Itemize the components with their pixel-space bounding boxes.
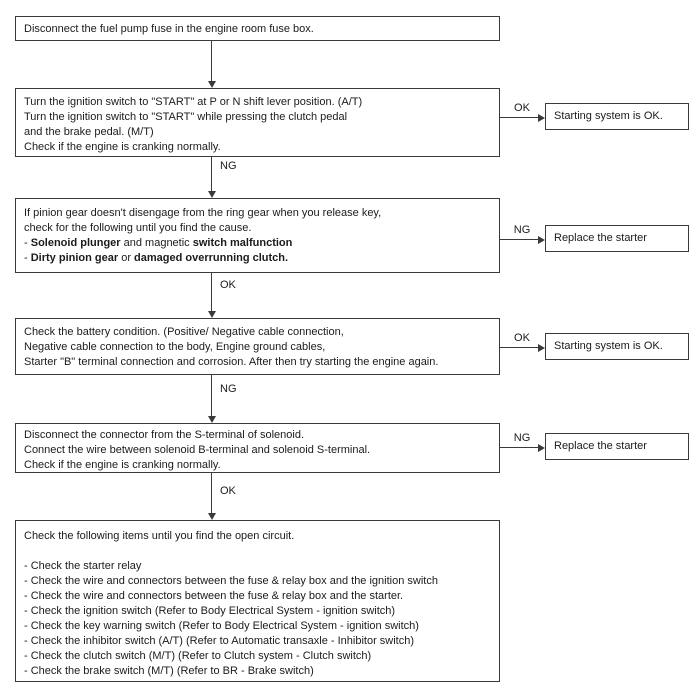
step3-line3-seg3: and magnetic (120, 237, 193, 249)
label-ng-side-step5: NG (513, 432, 531, 444)
result-ok-2-text: Starting system is OK. (554, 340, 663, 352)
result-box-replace-1: Replace the starter (545, 225, 689, 252)
label-ng-down-4: NG (220, 383, 237, 395)
step3-line4-seg2: Dirty pinion gear (30, 252, 119, 264)
step6-item5: - Check the key warning switch (Refer to… (24, 620, 419, 632)
step1-text: Disconnect the fuel pump fuse in the eng… (24, 23, 314, 35)
arrow-right-step5 (500, 443, 545, 452)
arrowhead-right-step5 (538, 443, 545, 452)
arrow-right-step3 (500, 235, 545, 244)
arrowhead-right-step4 (538, 343, 545, 352)
flow-box-step5: Disconnect the connector from the S-term… (15, 423, 500, 473)
arrow-down-4 (207, 375, 216, 423)
step3-line4-seg4: damaged overrunning clutch. (134, 252, 289, 264)
label-ng-side-step3: NG (513, 224, 531, 236)
flow-box-step2: Turn the ignition switch to "START" at P… (15, 88, 500, 157)
arrowhead-right-step2 (538, 113, 545, 122)
arrow-down-5 (207, 473, 216, 520)
result-ok-1-text: Starting system is OK. (554, 110, 663, 122)
arrowhead-down-2 (207, 191, 216, 198)
step3-line1: If pinion gear doesn't disengage from th… (24, 207, 382, 219)
result-replace-2-text: Replace the starter (554, 440, 647, 452)
step6-title: Check the following items until you find… (24, 530, 295, 542)
arrowhead-down-3 (207, 311, 216, 318)
step6-item1: - Check the starter relay (24, 560, 142, 572)
arrowhead-down-5 (207, 513, 216, 520)
arrowhead-down-1 (207, 81, 216, 88)
step3-line4: - Dirty pinion gear or damaged overrunni… (24, 251, 491, 266)
flow-box-step4: Check the battery condition. (Positive/ … (15, 318, 500, 375)
result-replace-1-text: Replace the starter (554, 232, 647, 244)
step3-line3-seg4: switch malfunction (192, 237, 293, 249)
arrow-down-2 (207, 157, 216, 198)
label-ok-down-3: OK (220, 279, 236, 291)
label-ok-side-step2: OK (514, 102, 530, 114)
result-box-ok-1: Starting system is OK. (545, 103, 689, 130)
arrow-right-step2 (500, 113, 545, 122)
step4-line3: Starter "B" terminal connection and corr… (24, 356, 439, 368)
step6-item2: - Check the wire and connectors between … (24, 575, 438, 587)
step3-line3-seg2: Solenoid plunger (30, 237, 121, 249)
step4-line1: Check the battery condition. (Positive/ … (24, 326, 344, 338)
label-ok-side-step4: OK (514, 332, 530, 344)
step6-blank-line (24, 544, 491, 559)
flow-box-step3: If pinion gear doesn't disengage from th… (15, 198, 500, 273)
arrow-down-3 (207, 273, 216, 318)
step3-line3-seg1: - (24, 237, 31, 249)
step2-line1: Turn the ignition switch to "START" at P… (24, 96, 363, 108)
step2-line3: and the brake pedal. (M/T) (24, 126, 154, 138)
step5-line1: Disconnect the connector from the S-term… (24, 429, 305, 441)
step6-item6: - Check the inhibitor switch (A/T) (Refe… (24, 635, 415, 647)
step2-line2: Turn the ignition switch to "START" whil… (24, 111, 348, 123)
step3-line4-seg1: - (24, 252, 31, 264)
step6-item3: - Check the wire and connectors between … (24, 590, 404, 602)
arrowhead-right-step3 (538, 235, 545, 244)
step3-line3: - Solenoid plunger and magnetic switch m… (24, 236, 491, 251)
arrow-right-step4 (500, 343, 545, 352)
step4-line2: Negative cable connection to the body, E… (24, 341, 326, 353)
step6-item7: - Check the clutch switch (M/T) (Refer t… (24, 650, 372, 662)
flow-box-step6: Check the following items until you find… (15, 520, 500, 682)
arrowhead-down-4 (207, 416, 216, 423)
step6-item8: - Check the brake switch (M/T) (Refer to… (24, 665, 314, 677)
result-box-replace-2: Replace the starter (545, 433, 689, 460)
step3-line4-seg3: or (118, 252, 135, 264)
step3-line2: check for the following until you find t… (24, 222, 252, 234)
flow-box-step1: Disconnect the fuel pump fuse in the eng… (15, 16, 500, 41)
step5-line2: Connect the wire between solenoid B-term… (24, 444, 371, 456)
step2-line4: Check if the engine is cranking normally… (24, 141, 221, 153)
arrow-down-1 (207, 41, 216, 88)
label-ng-down-2: NG (220, 160, 237, 172)
result-box-ok-2: Starting system is OK. (545, 333, 689, 360)
step6-item4: - Check the ignition switch (Refer to Bo… (24, 605, 396, 617)
step5-line3: Check if the engine is cranking normally… (24, 459, 221, 471)
label-ok-down-5: OK (220, 485, 236, 497)
